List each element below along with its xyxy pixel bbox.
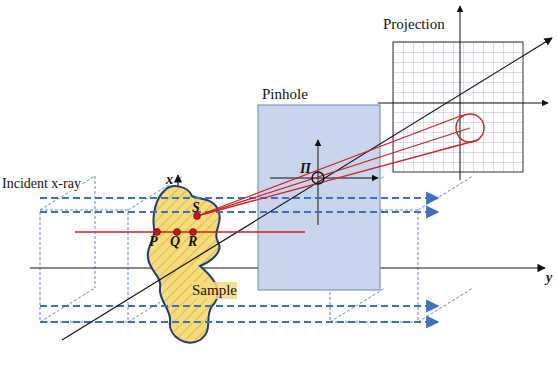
node-title: Sample [192, 282, 237, 299]
ray [75, 115, 478, 232]
xray-beam [40, 198, 438, 322]
node-title: Pinhole [262, 86, 308, 103]
projection-screen [393, 42, 523, 172]
beam-box [40, 176, 473, 322]
point-label: Q [170, 234, 180, 249]
pinhole-label: Π [300, 161, 311, 176]
node-title: Projection [383, 16, 445, 33]
optical-axis [62, 38, 552, 340]
point-label: S [192, 200, 200, 215]
projected-spot [456, 114, 484, 142]
sample-region: Sample [192, 282, 237, 299]
screen-axis [378, 103, 548, 104]
point-label: P [149, 234, 158, 249]
point-label: R [188, 234, 197, 249]
projection-screen: Projection [383, 16, 445, 33]
beam-label: Incident x-ray [2, 176, 81, 191]
axis-label: y [546, 270, 552, 285]
pinhole [312, 172, 324, 184]
axis-label: x [166, 172, 173, 187]
pinhole-plate: Pinhole [262, 86, 308, 103]
sample-point [154, 213, 201, 236]
screen-axis [460, 6, 461, 180]
